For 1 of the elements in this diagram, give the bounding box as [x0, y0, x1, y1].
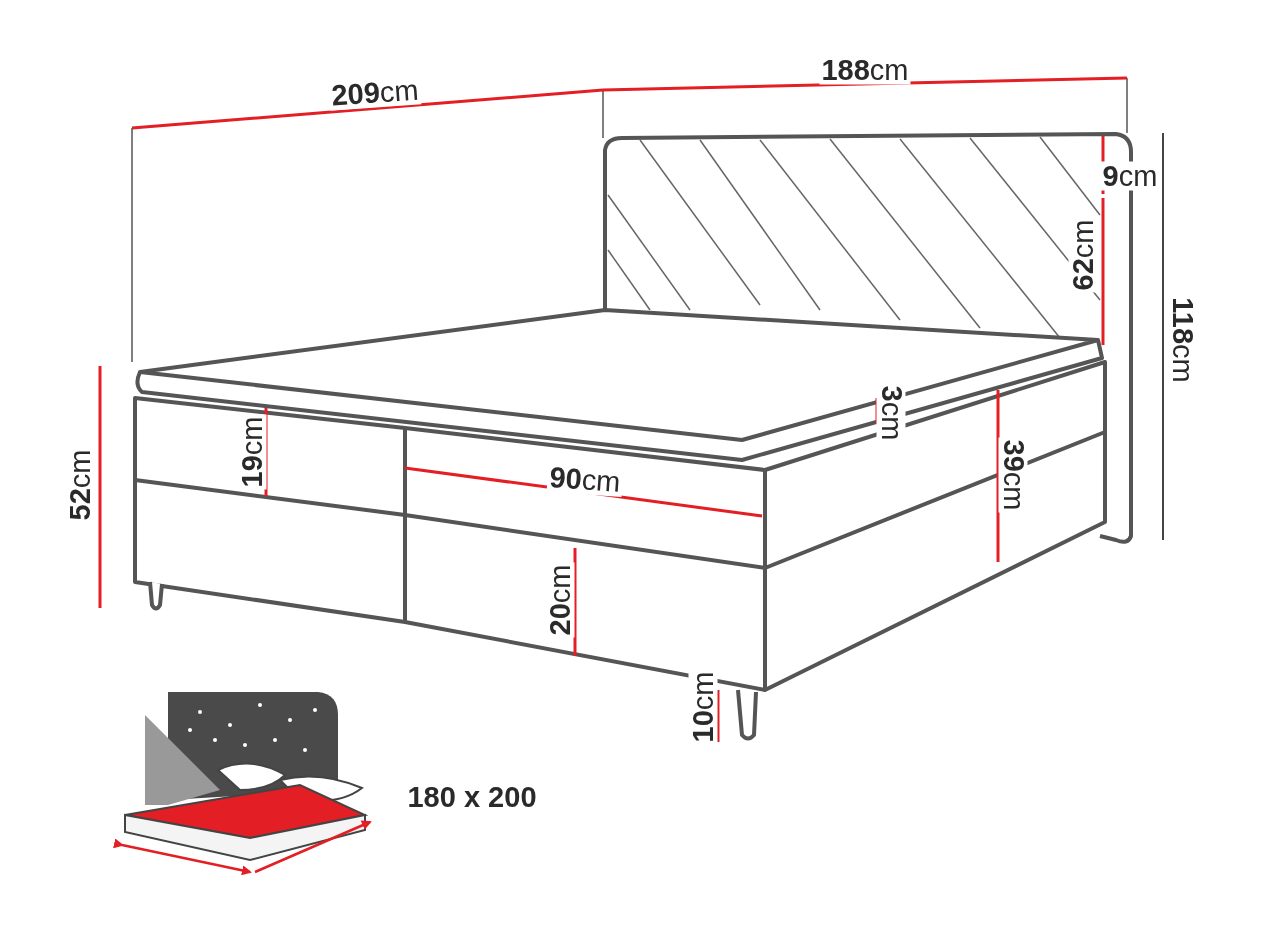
dimension-label: 39cm — [998, 437, 1028, 513]
